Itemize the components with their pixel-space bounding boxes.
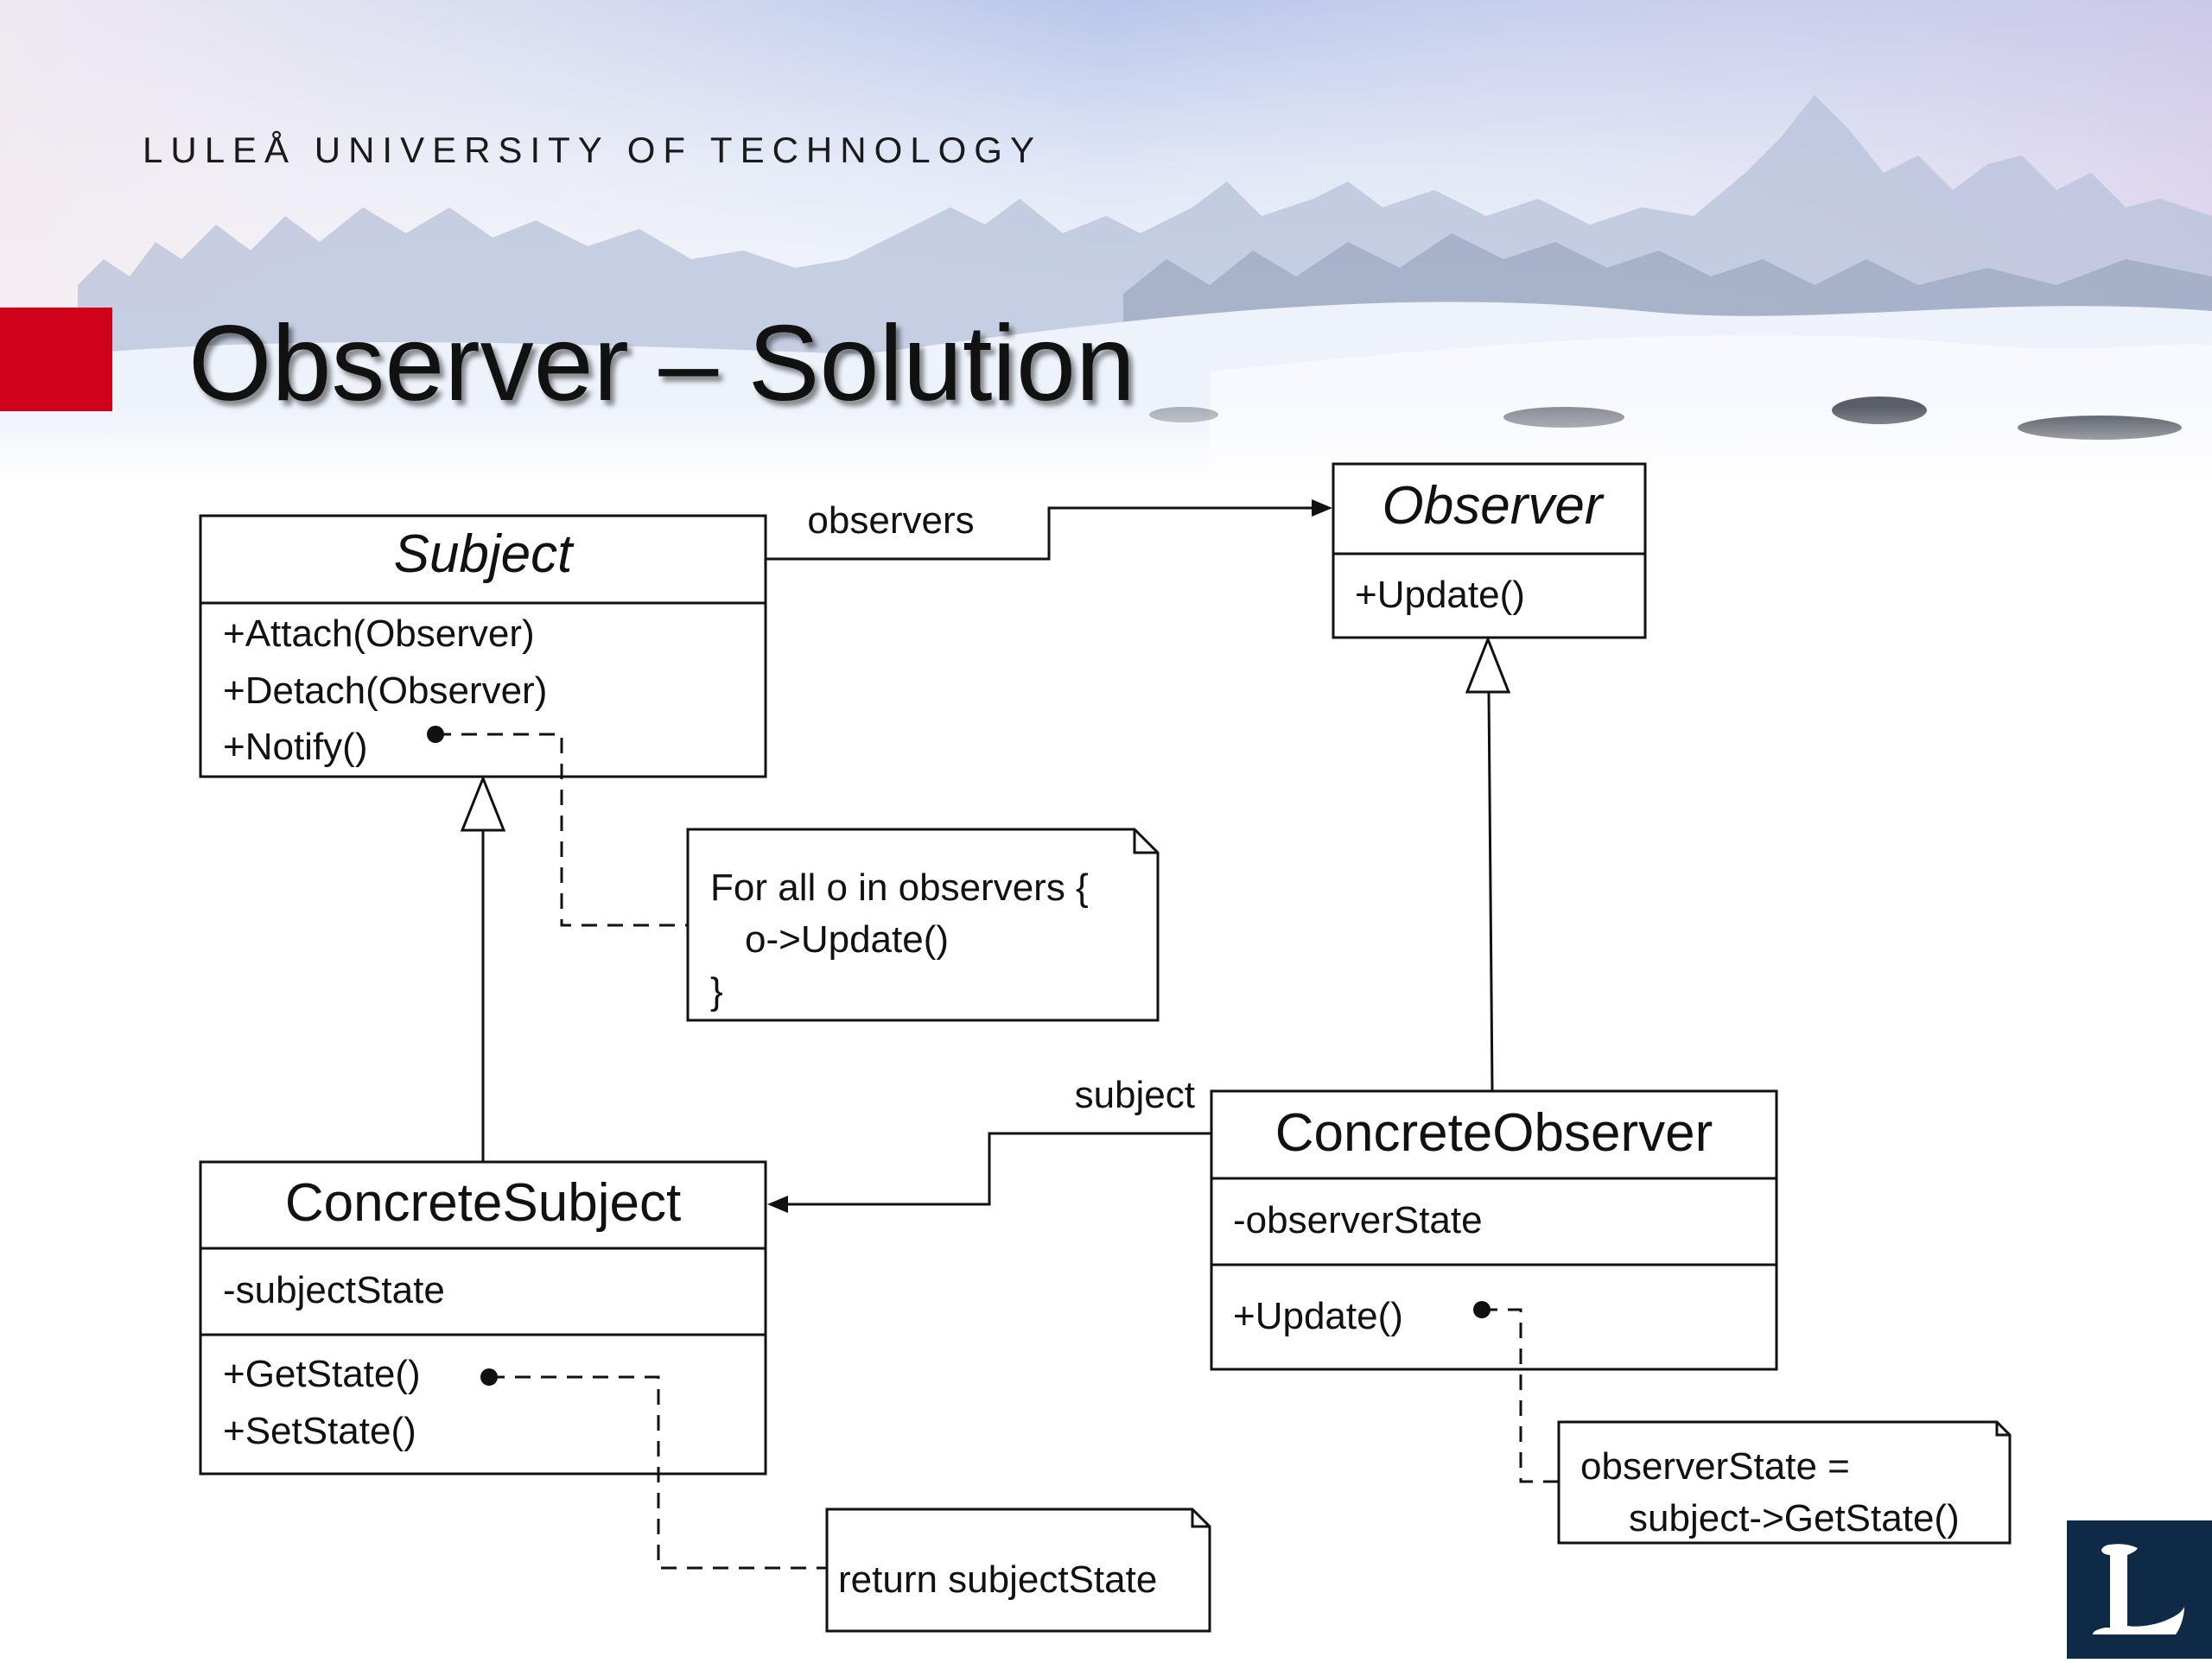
class-observer: Observer +Update() — [1332, 462, 1647, 639]
class-subject-method: +Detach(Observer) — [223, 670, 547, 712]
class-concrete-subject: ConcreteSubject -subjectState +GetState(… — [199, 1160, 767, 1476]
note-notify-line: } — [710, 970, 723, 1012]
university-logo-mark — [2093, 1544, 2184, 1634]
class-concrete-subject-name: ConcreteSubject — [285, 1173, 681, 1233]
note-update: observerState = subject->GetState() — [1473, 1301, 2012, 1545]
university-logo — [2067, 1520, 2212, 1659]
class-concrete-observer-attribute: -observerState — [1233, 1199, 1483, 1241]
class-concrete-observer-name: ConcreteObserver — [1275, 1103, 1713, 1163]
note-update-line: subject->GetState() — [1629, 1497, 1960, 1539]
association-subject: subject — [767, 1074, 1211, 1213]
class-concrete-subject-method: +SetState() — [223, 1410, 416, 1452]
class-observer-name: Observer — [1382, 476, 1605, 536]
note-notify-line: o->Update() — [745, 918, 949, 961]
header-banner — [0, 0, 2212, 484]
generalization-concrete-observer — [1465, 635, 1511, 1092]
title-accent-square — [0, 308, 112, 411]
class-concrete-subject-attribute: -subjectState — [223, 1269, 445, 1311]
note-notify-line: For all o in observers { — [710, 866, 1089, 909]
note-get-state-line: return subjectState — [838, 1558, 1157, 1601]
generalization-concrete-subject — [460, 774, 506, 1162]
class-subject: Subject +Attach(Observer) +Detach(Observ… — [199, 514, 767, 778]
association-observers-label: observers — [807, 499, 974, 542]
class-concrete-observer-method: +Update() — [1233, 1295, 1403, 1337]
university-name: LULEÅ UNIVERSITY OF TECHNOLOGY — [143, 130, 1042, 170]
class-observer-method: +Update() — [1355, 574, 1525, 616]
class-subject-method: +Attach(Observer) — [223, 613, 535, 655]
class-subject-name: Subject — [394, 524, 575, 584]
slide-title: Observer – Solution — [188, 304, 1135, 423]
association-observers: observers — [766, 499, 1332, 561]
note-update-line: observerState = — [1580, 1445, 1850, 1488]
association-subject-label: subject — [1075, 1074, 1195, 1116]
note-notify: For all o in observers { o->Update() } — [427, 726, 1160, 1022]
class-concrete-observer: ConcreteObserver -observerState +Update(… — [1210, 1089, 1778, 1371]
class-concrete-subject-method: +GetState() — [223, 1353, 421, 1395]
class-subject-method: +Notify() — [223, 726, 367, 768]
note-get-state: return subjectState — [480, 1368, 1211, 1633]
